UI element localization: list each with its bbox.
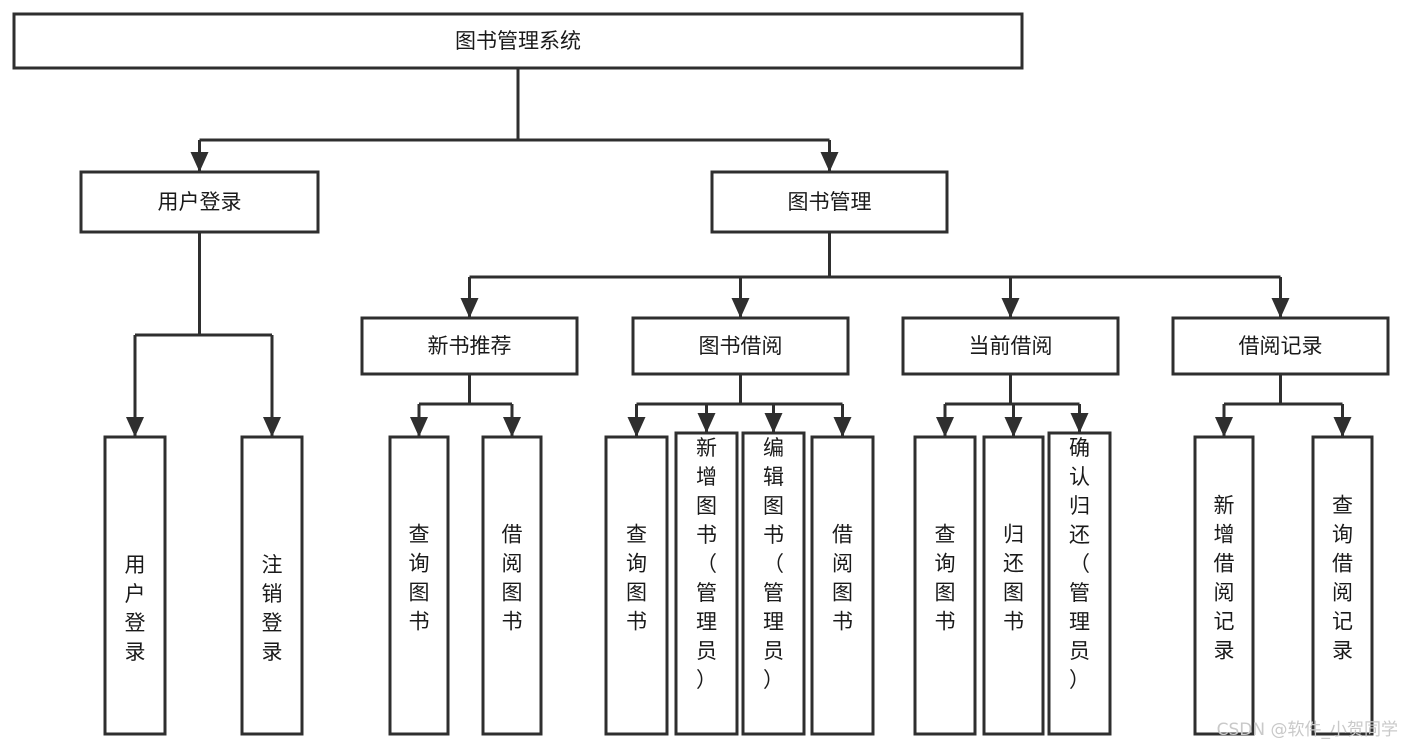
node-box [982,435,1045,736]
node-borrow-record[interactable]: 借阅记录 [1171,316,1390,376]
arrow-head-icon [190,152,209,172]
arrow-head-icon [833,417,852,437]
node-leaf-query-book-3[interactable]: 查询图书 [913,435,977,736]
node-label: 查询图书 [409,523,430,634]
node-label: 借阅图书 [832,523,853,634]
node-book-manage[interactable]: 图书管理 [710,170,949,234]
node-label: 图书借阅 [699,334,783,358]
arrow-head-icon [1271,298,1290,318]
connector-layer [126,68,1352,437]
node-box [741,431,806,736]
node-label: 查询图书 [935,523,956,634]
node-layer: 图书管理系统用户登录图书管理新书推荐图书借阅当前借阅借阅记录用户登录注销登录查询… [12,12,1390,736]
node-box [1193,435,1255,736]
node-label: 借阅记录 [1239,334,1323,358]
node-leaf-query-book-1[interactable]: 查询图书 [388,435,450,736]
arrow-head-icon [1070,413,1089,433]
node-leaf-add-record[interactable]: 新增借阅记录 [1193,435,1255,736]
csdn-watermark: CSDN @软件_小贺同学 [1217,720,1398,740]
node-current-borrow[interactable]: 当前借阅 [901,316,1120,376]
node-box [12,12,1024,70]
arrow-head-icon [627,417,646,437]
node-box [388,435,450,736]
node-label: 借阅图书 [502,523,523,634]
node-label: 查询图书 [626,523,647,634]
node-leaf-user-logout[interactable]: 注销登录 [240,435,304,736]
node-label: 用户登录 [158,190,242,214]
node-box [1047,431,1112,736]
arrow-head-icon [1001,298,1020,318]
node-leaf-borrow-book-1[interactable]: 借阅图书 [481,435,543,736]
arrow-head-icon [126,417,144,437]
node-box [674,431,739,736]
node-leaf-user-login[interactable]: 用户登录 [103,435,167,736]
node-label: 新增图书（管理员） [696,436,717,692]
node-label: 查询借阅记录 [1332,494,1353,663]
node-label: 编辑图书（管理员） [763,436,784,692]
node-box [810,435,875,736]
arrow-head-icon [503,417,521,437]
node-leaf-borrow-book-2[interactable]: 借阅图书 [810,435,875,736]
node-label: 确认归还（管理员） [1069,436,1090,692]
node-label: 图书管理 [788,190,872,214]
node-box [360,316,579,376]
node-box [710,170,949,234]
arrow-head-icon [410,417,428,437]
node-box [1311,435,1374,736]
node-label: 用户登录 [125,553,146,664]
node-label: 注销登录 [262,553,283,664]
node-root[interactable]: 图书管理系统 [12,12,1024,70]
node-label: 归还图书 [1003,523,1024,634]
node-new-book-rec[interactable]: 新书推荐 [360,316,579,376]
node-box [79,170,320,234]
arrow-head-icon [697,413,716,433]
node-box [901,316,1120,376]
node-leaf-add-book[interactable]: 新增图书（管理员） [674,431,739,736]
node-label: 图书管理系统 [455,29,581,53]
node-user-login[interactable]: 用户登录 [79,170,320,234]
node-leaf-query-record[interactable]: 查询借阅记录 [1311,435,1374,736]
node-leaf-return-book[interactable]: 归还图书 [982,435,1045,736]
node-box [481,435,543,736]
node-leaf-confirm-return[interactable]: 确认归还（管理员） [1047,431,1112,736]
arrow-head-icon [1215,417,1233,437]
arrow-head-icon [1004,417,1023,437]
node-label: 新书推荐 [428,334,512,358]
node-box [240,435,304,736]
arrow-head-icon [1333,417,1352,437]
node-label: 当前借阅 [969,334,1053,358]
arrow-head-icon [764,413,783,433]
arrow-head-icon [263,417,281,437]
node-box [604,435,669,736]
node-box [913,435,977,736]
node-leaf-edit-book[interactable]: 编辑图书（管理员） [741,431,806,736]
arrow-head-icon [460,298,479,318]
node-box [1171,316,1390,376]
node-book-borrow[interactable]: 图书借阅 [631,316,850,376]
arrow-head-icon [731,298,750,318]
node-box [103,435,167,736]
node-label: 新增借阅记录 [1214,494,1235,663]
arrow-head-icon [936,417,954,437]
arrow-head-icon [820,152,839,172]
node-leaf-query-book-2[interactable]: 查询图书 [604,435,669,736]
node-box [631,316,850,376]
